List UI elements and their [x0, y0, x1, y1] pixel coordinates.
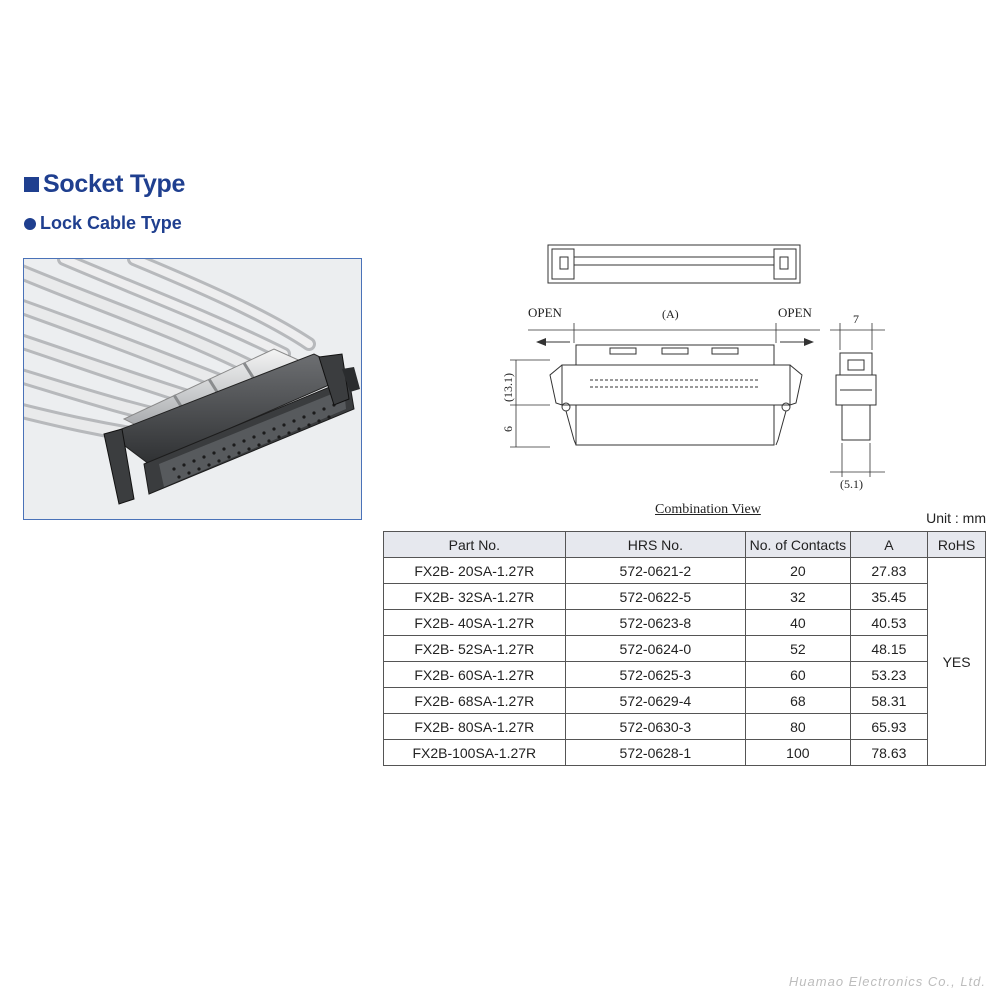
section-title: Socket Type: [24, 170, 185, 199]
cell-a: 27.83: [849, 557, 929, 584]
company-watermark: Huamao Electronics Co., Ltd.: [788, 974, 986, 989]
cell-a: 53.23: [849, 661, 929, 688]
cell-a: 35.45: [849, 583, 929, 610]
cell-hrs: 572-0624-0: [564, 635, 747, 662]
cell-contacts: 32: [745, 583, 851, 610]
cell-part: FX2B- 32SA-1.27R: [383, 583, 566, 610]
cell-contacts: 100: [745, 739, 851, 766]
dimension-six-label: 6: [501, 426, 515, 432]
section-subtitle-text: Lock Cable Type: [40, 213, 182, 233]
open-left-label: OPEN: [528, 305, 563, 320]
table-row: FX2B- 20SA-1.27R 572-0621-2 20 27.83 YES: [383, 557, 986, 766]
cell-a: 40.53: [849, 609, 929, 636]
cell-hrs: 572-0628-1: [564, 739, 747, 766]
top-view-outline: [547, 244, 801, 284]
section-title-text: Socket Type: [43, 170, 186, 198]
header-part-no: Part No.: [383, 531, 566, 558]
spec-table: Part No. HRS No. No. of Contacts A RoHS …: [383, 531, 986, 766]
cell-hrs: 572-0629-4: [564, 687, 747, 714]
cell-part: FX2B- 40SA-1.27R: [383, 609, 566, 636]
cell-contacts: 68: [745, 687, 851, 714]
cell-hrs: 572-0625-3: [564, 661, 747, 688]
dimension-a-label: (A): [662, 307, 679, 321]
cell-part: FX2B- 20SA-1.27R: [383, 557, 566, 584]
cell-contacts: 20: [745, 557, 851, 584]
cell-part: FX2B-100SA-1.27R: [383, 739, 566, 766]
cell-hrs: 572-0622-5: [564, 583, 747, 610]
table-row: FX2B- 80SA-1.27R 572-0630-3 80 65.93: [383, 713, 986, 740]
cell-contacts: 80: [745, 713, 851, 740]
cell-part: FX2B- 68SA-1.27R: [383, 687, 566, 714]
cell-hrs: 572-0630-3: [564, 713, 747, 740]
dimension-height-label: (13.1): [501, 373, 515, 402]
combination-view-caption: Combination View: [655, 502, 761, 517]
table-header-row: Part No. HRS No. No. of Contacts A RoHS: [383, 531, 986, 558]
unit-label: Unit : mm: [926, 510, 986, 526]
section-subtitle: Lock Cable Type: [24, 213, 182, 234]
cell-hrs: 572-0621-2: [564, 557, 747, 584]
cell-rohs: YES: [927, 557, 986, 766]
cell-contacts: 60: [745, 661, 851, 688]
table-row: FX2B- 68SA-1.27R 572-0629-4 68 58.31: [383, 687, 986, 714]
table-row: FX2B- 32SA-1.27R 572-0622-5 32 35.45: [383, 583, 986, 610]
open-right-arrow-icon: [804, 338, 814, 346]
product-photo: [23, 258, 362, 520]
cell-part: FX2B- 80SA-1.27R: [383, 713, 566, 740]
dimension-width-label: (5.1): [840, 477, 863, 491]
cell-hrs: 572-0623-8: [564, 609, 747, 636]
cell-a: 58.31: [849, 687, 929, 714]
header-contacts: No. of Contacts: [745, 531, 851, 558]
table-row: FX2B-100SA-1.27R 572-0628-1 100 78.63: [383, 739, 986, 766]
table-row: FX2B- 40SA-1.27R 572-0623-8 40 40.53: [383, 609, 986, 636]
cell-a: 78.63: [849, 739, 929, 766]
table-row: FX2B- 52SA-1.27R 572-0624-0 52 48.15: [383, 635, 986, 662]
connector-photo-image: [24, 259, 361, 519]
cell-a: 48.15: [849, 635, 929, 662]
cell-contacts: 40: [745, 609, 851, 636]
open-right-label: OPEN: [778, 305, 813, 320]
header-a: A: [849, 531, 929, 558]
cell-part: FX2B- 60SA-1.27R: [383, 661, 566, 688]
open-left-arrow-icon: [536, 338, 546, 346]
cell-contacts: 52: [745, 635, 851, 662]
cell-a: 65.93: [849, 713, 929, 740]
round-bullet-icon: [24, 217, 36, 230]
dimension-seven-label: 7: [853, 312, 859, 326]
cell-part: FX2B- 52SA-1.27R: [383, 635, 566, 662]
header-hrs-no: HRS No.: [564, 531, 747, 558]
combination-view-drawing: OPEN OPEN (A) (13.1) 6 7 (5.1): [501, 244, 885, 491]
square-bullet-icon: [24, 177, 39, 192]
header-rohs: RoHS: [927, 531, 986, 558]
table-row: FX2B- 60SA-1.27R 572-0625-3 60 53.23: [383, 661, 986, 688]
